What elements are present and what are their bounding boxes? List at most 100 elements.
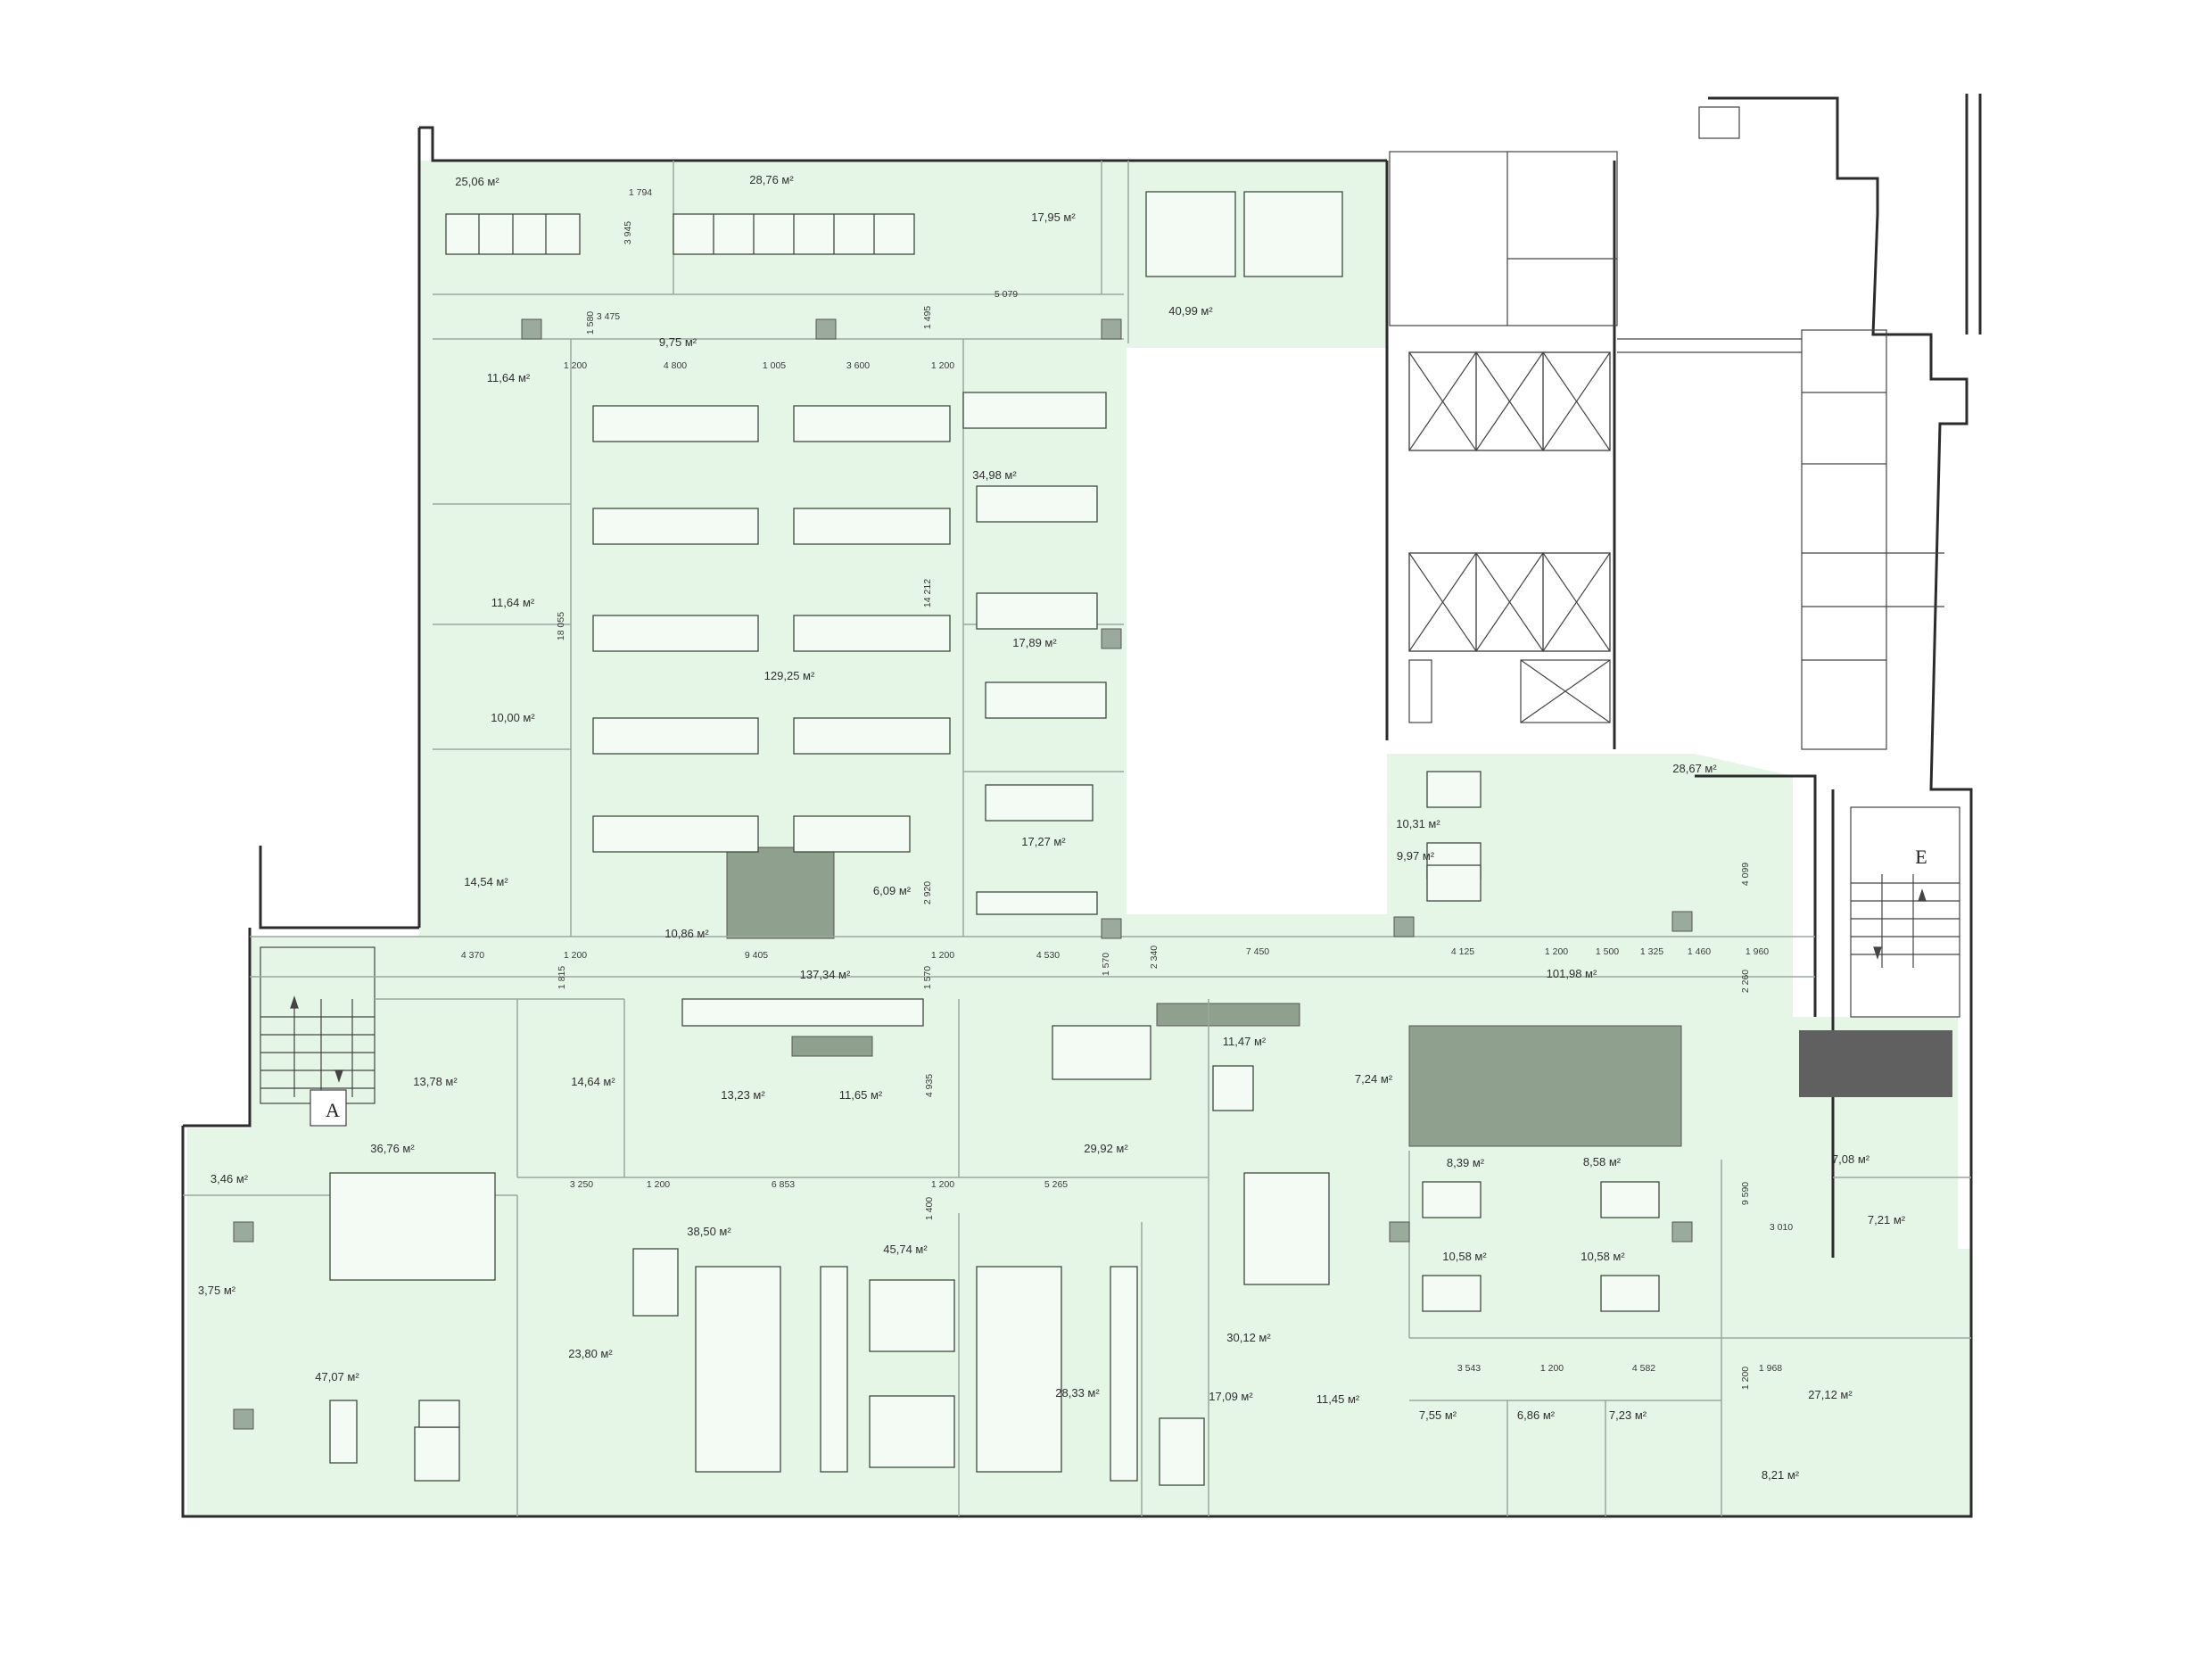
- room-area-label: 7,08 м²: [1832, 1152, 1870, 1166]
- dimension-label: 4 099: [1740, 863, 1751, 886]
- dimension-label: 3 475: [597, 311, 620, 322]
- partitions: [183, 161, 1971, 1516]
- dimension-label: 14 212: [922, 579, 933, 607]
- room-area-label: 11,64 м²: [491, 596, 535, 609]
- dimension-label: 1 005: [763, 360, 786, 371]
- elevator-core: [1389, 106, 1944, 750]
- room-area-label: 9,75 м²: [659, 335, 697, 349]
- room-area-label: 101,98 м²: [1547, 967, 1597, 980]
- dimension-label: 1 570: [922, 966, 933, 989]
- room-area-label: 17,95 м²: [1031, 211, 1076, 224]
- dimension-label: 1 325: [1640, 946, 1663, 957]
- room-area-label: 10,58 м²: [1581, 1250, 1625, 1263]
- dimension-label: 3 010: [1770, 1222, 1793, 1233]
- office-zone: [187, 161, 1971, 1516]
- dimension-label: 1 580: [585, 311, 596, 334]
- room-area-label: 23,80 м²: [568, 1347, 613, 1360]
- stair-e: [1850, 806, 1960, 1018]
- room-area-label: 9,97 м²: [1397, 849, 1435, 863]
- dimension-label: 1 968: [1759, 1363, 1782, 1374]
- dimension-label: 1 815: [557, 966, 567, 989]
- dimension-label: 1 460: [1688, 946, 1711, 957]
- dimension-label: 1 200: [931, 950, 954, 961]
- room-area-label: 17,27 м²: [1021, 835, 1066, 848]
- dimension-label: 5 079: [995, 289, 1018, 300]
- dimension-label: 2 920: [922, 881, 933, 904]
- dimension-label: 4 125: [1451, 946, 1474, 957]
- room-area-label: 34,98 м²: [972, 468, 1017, 482]
- room-area-label: 29,92 м²: [1084, 1142, 1128, 1155]
- dimension-label: 4 935: [924, 1074, 935, 1097]
- dimension-label: 1 200: [931, 360, 954, 371]
- room-area-label: 13,23 м²: [721, 1088, 765, 1102]
- room-area-label: 47,07 м²: [315, 1370, 359, 1383]
- room-area-label: 8,58 м²: [1583, 1155, 1622, 1169]
- room-area-label: 17,89 м²: [1012, 636, 1057, 649]
- room-labels: 25,06 м² 28,76 м² 17,95 м² 40,99 м² 9,75…: [198, 173, 1906, 1482]
- room-area-label: 28,33 м²: [1055, 1386, 1100, 1400]
- dimension-label: 1 200: [647, 1179, 670, 1190]
- room-area-label: 14,64 м²: [571, 1075, 615, 1088]
- dimension-label: 3 600: [846, 360, 870, 371]
- dimension-label: 4 530: [1036, 950, 1060, 961]
- room-area-label: 28,76 м²: [749, 173, 794, 186]
- dimension-label: 1 495: [922, 306, 933, 329]
- room-area-label: 7,23 м²: [1609, 1408, 1647, 1422]
- dimension-label: 9 405: [745, 950, 768, 961]
- dimension-label: 9 590: [1740, 1182, 1751, 1205]
- room-area-label: 11,45 м²: [1316, 1392, 1360, 1406]
- room-area-label: 10,31 м²: [1396, 817, 1440, 830]
- dimension-label: 4 800: [664, 360, 687, 371]
- room-area-label: 28,67 м²: [1672, 762, 1717, 775]
- service-shaft: [1799, 1030, 1952, 1097]
- room-area-label: 8,39 м²: [1447, 1156, 1485, 1169]
- dimension-label: 7 450: [1246, 946, 1269, 957]
- dimension-label: 1 570: [1101, 953, 1111, 976]
- columns: [233, 318, 1693, 1430]
- room-area-label: 40,99 м²: [1168, 304, 1213, 318]
- room-area-label: 10,86 м²: [664, 927, 709, 940]
- dimension-label: 1 960: [1746, 946, 1769, 957]
- room-area-label: 11,47 м²: [1223, 1035, 1267, 1048]
- workstations: [329, 191, 1660, 1486]
- dimension-label: 1 200: [564, 360, 587, 371]
- dimension-label: 4 582: [1632, 1363, 1655, 1374]
- dimension-label: 4 370: [461, 950, 484, 961]
- room-area-label: 45,74 м²: [883, 1243, 928, 1256]
- dimension-label: 3 250: [570, 1179, 593, 1190]
- dimension-label: 2 340: [1149, 946, 1160, 969]
- room-area-label: 7,21 м²: [1868, 1213, 1906, 1226]
- dimension-label: 1 200: [1740, 1367, 1751, 1390]
- dimension-label: 1 200: [564, 950, 587, 961]
- dimension-label: 1 500: [1596, 946, 1619, 957]
- room-area-label: 7,24 м²: [1355, 1072, 1393, 1086]
- room-area-label: 7,55 м²: [1419, 1408, 1457, 1422]
- room-area-label: 3,75 м²: [198, 1284, 236, 1297]
- dimension-label: 1 400: [924, 1197, 935, 1220]
- dimension-label: 1 794: [629, 187, 652, 198]
- room-area-label: 3,46 м²: [210, 1172, 249, 1185]
- stair-a: [260, 946, 376, 1127]
- room-area-label: 10,58 м²: [1442, 1250, 1487, 1263]
- room-area-label: 10,00 м²: [491, 711, 535, 724]
- room-area-label: 25,06 м²: [455, 175, 499, 188]
- dimension-label: 1 200: [1545, 946, 1568, 957]
- room-area-label: 11,65 м²: [839, 1088, 883, 1102]
- room-area-label: 6,09 м²: [873, 884, 912, 897]
- dimension-labels: 1 794 3 945 1 580 3 475 1 495 5 079 1 20…: [461, 187, 1793, 1390]
- dimension-label: 3 945: [623, 221, 633, 244]
- dimension-label: 1 200: [1540, 1363, 1564, 1374]
- dimension-label: 2 260: [1740, 970, 1751, 993]
- room-area-label: 8,21 м²: [1762, 1468, 1800, 1482]
- meeting-rooms: [726, 847, 1682, 1147]
- room-area-label: 129,25 м²: [764, 669, 815, 682]
- room-area-label: 11,64 м²: [487, 371, 531, 384]
- room-area-label: 6,86 м²: [1517, 1408, 1556, 1422]
- room-area-label: 17,09 м²: [1209, 1390, 1253, 1403]
- room-area-label: 38,50 м²: [687, 1225, 731, 1238]
- dimension-label: 6 853: [772, 1179, 795, 1190]
- dimension-label: 1 200: [931, 1179, 954, 1190]
- room-area-label: 27,12 м²: [1808, 1388, 1853, 1401]
- dimension-label: 18 055: [556, 612, 566, 640]
